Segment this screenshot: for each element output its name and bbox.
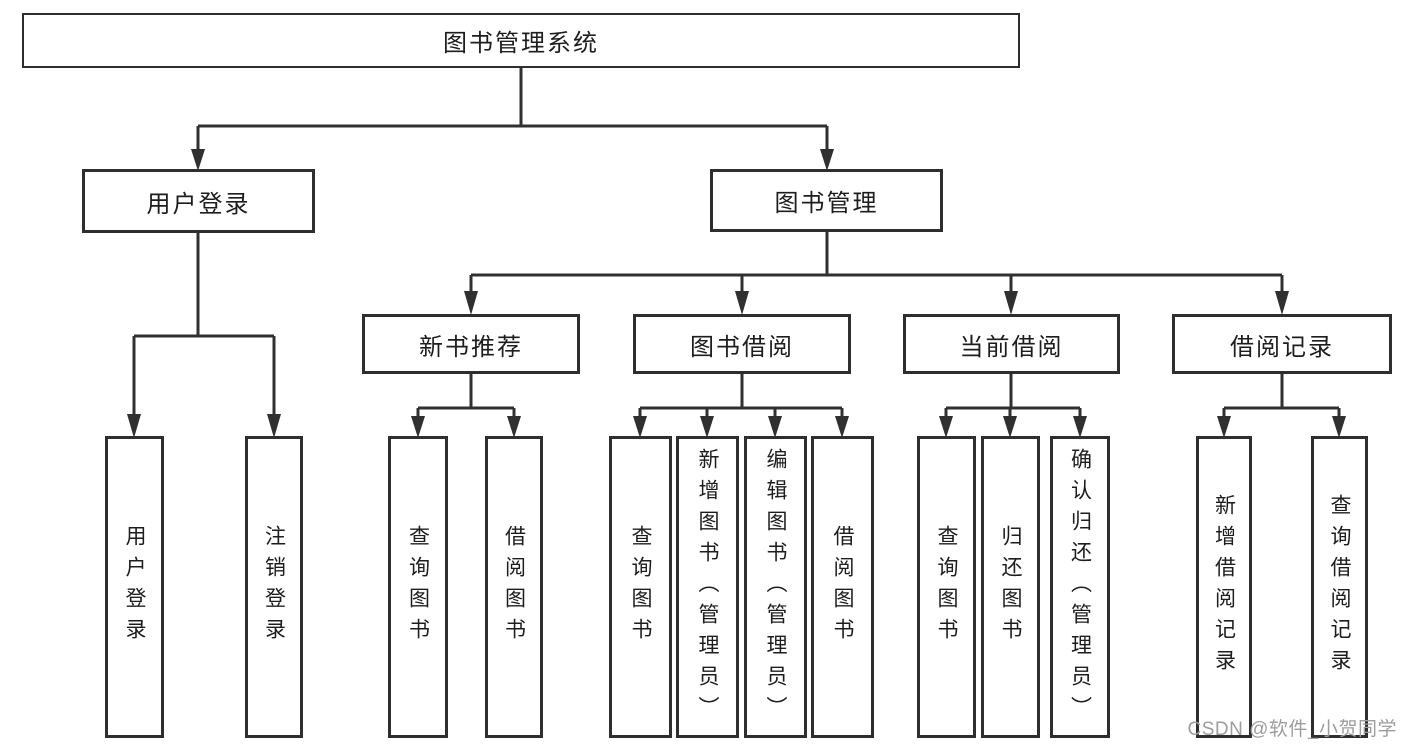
connector-borrow-records-to-leaves [1217,374,1346,438]
node-new-book-recommend: 新书推荐 [362,314,580,374]
node-book-management: 图书管理 [710,169,943,232]
connector-user-login-to-leaves [127,233,281,438]
leaf-cb-query-books: 查询图书 [917,436,976,738]
leaf-bb-edit-book-admin: 编辑图书（管理员） [744,436,807,738]
leaf-nbr-query-books: 查询图书 [388,436,448,738]
node-current-borrow: 当前借阅 [903,314,1120,374]
leaf-br-query-borrow-record: 查询借阅记录 [1311,436,1368,738]
node-user-login: 用户登录 [82,169,315,233]
connector-current-borrow-to-leaves [939,374,1087,438]
leaf-bb-add-book-admin: 新增图书（管理员） [676,436,739,738]
connector-book-borrow-to-leaves [633,374,849,438]
csdn-watermark: CSDN @软件_小贺同学 [1187,719,1397,740]
leaf-nbr-borrow-books: 借阅图书 [485,436,543,738]
leaf-bb-query-books: 查询图书 [609,436,672,738]
node-borrow-records: 借阅记录 [1172,314,1392,374]
leaf-cb-return-books: 归还图书 [981,436,1040,738]
leaf-cb-confirm-return-admin: 确认归还（管理员） [1050,436,1110,738]
leaf-bb-borrow-books: 借阅图书 [811,436,874,738]
connector-book-mgmt-to-level3 [464,232,1289,315]
leaf-logout: 注销登录 [245,436,303,738]
node-root-library-system: 图书管理系统 [22,13,1020,68]
leaf-user-login: 用户登录 [105,436,164,738]
node-book-borrow: 图书借阅 [633,314,851,374]
connector-root-to-level2 [191,68,834,171]
leaf-br-add-borrow-record: 新增借阅记录 [1196,436,1252,738]
connector-new-book-rec-to-leaves [411,374,521,438]
